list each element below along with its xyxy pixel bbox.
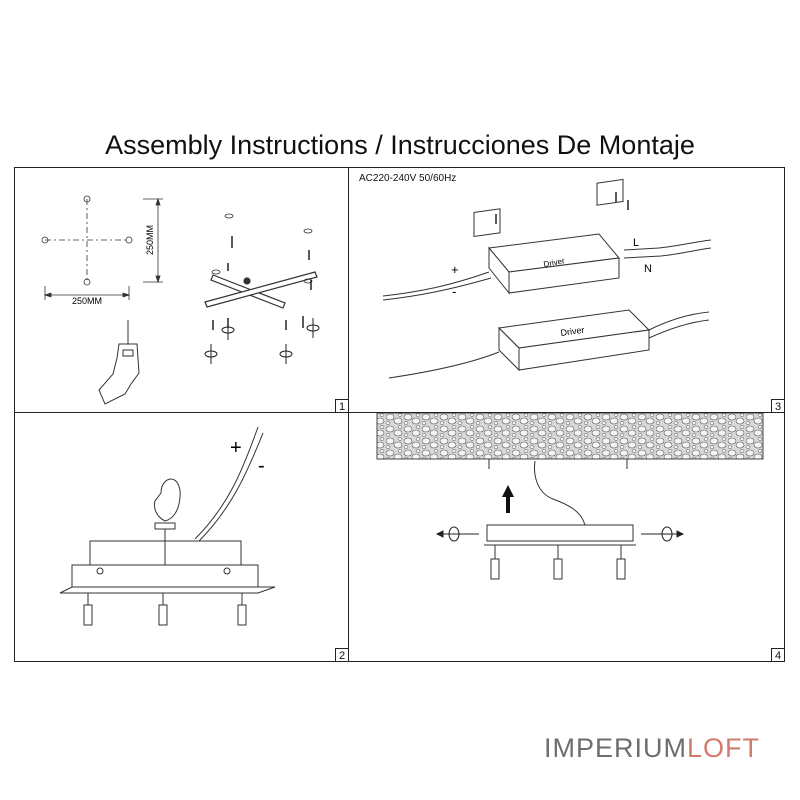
cables-bottom <box>388 311 710 379</box>
cover-screws <box>495 192 629 224</box>
ceiling-anchors <box>488 459 628 469</box>
step-1-illustration: 250MM 250MM <box>41 195 320 405</box>
live-wire-label: L <box>633 237 639 249</box>
canopy <box>59 564 276 594</box>
vertical-dimension <box>143 197 163 284</box>
cables-top <box>382 239 712 301</box>
step-4-panel: 4 <box>348 412 785 662</box>
brand-logo: IMPERIUMLOFT <box>544 733 760 764</box>
mounting-bracket <box>204 271 318 309</box>
terminal-connector <box>154 478 181 530</box>
horizontal-dimension <box>43 286 131 300</box>
plus-sign: + <box>230 437 242 459</box>
neutral-wire-label: N <box>644 263 652 275</box>
dimension-vertical-label: 250MM <box>145 225 155 255</box>
driver-label-top: Driver <box>543 256 566 269</box>
power-cable <box>534 460 586 526</box>
side-screws <box>435 526 685 542</box>
driver-bottom <box>497 309 651 372</box>
dimension-horizontal-label: 250MM <box>72 296 102 306</box>
driver-top <box>473 178 624 295</box>
voltage-label: AC220-240V 50/60Hz <box>359 173 457 184</box>
driver-label-bottom: Driver <box>560 325 585 338</box>
pendant-lights <box>83 593 247 626</box>
hole-pattern <box>41 195 133 286</box>
page-title: Assembly Instructions / Instrucciones De… <box>105 130 695 160</box>
step-number: 1 <box>335 399 348 412</box>
step-2-illustration: + - <box>59 426 276 626</box>
minus-sign: - <box>258 455 265 477</box>
rotate-arrows <box>204 318 320 364</box>
brand-part-imperium: IMPERIUM <box>543 733 687 763</box>
step-number: 4 <box>771 648 784 661</box>
ceiling-holes <box>211 213 313 284</box>
plus-sign-top: + <box>451 262 459 277</box>
up-arrow-icon <box>502 485 514 513</box>
brand-part-loft: LOFT <box>686 733 760 763</box>
step-number: 3 <box>771 399 784 412</box>
step-4-illustration <box>376 413 764 580</box>
minus-sign-top: - <box>452 284 456 299</box>
canopy <box>484 524 636 546</box>
step-2-panel: + - 2 <box>14 412 349 662</box>
pendant-lights <box>490 545 626 580</box>
ceiling-texture <box>376 413 764 460</box>
drill-icon <box>98 320 140 405</box>
step-1-panel: 250MM 250MM <box>14 167 349 413</box>
step-3-illustration: Driver + - L N Driver <box>382 178 712 379</box>
step-number: 2 <box>335 648 348 661</box>
step-3-panel: AC220-240V 50/60Hz Driver + - L N <box>348 167 785 413</box>
